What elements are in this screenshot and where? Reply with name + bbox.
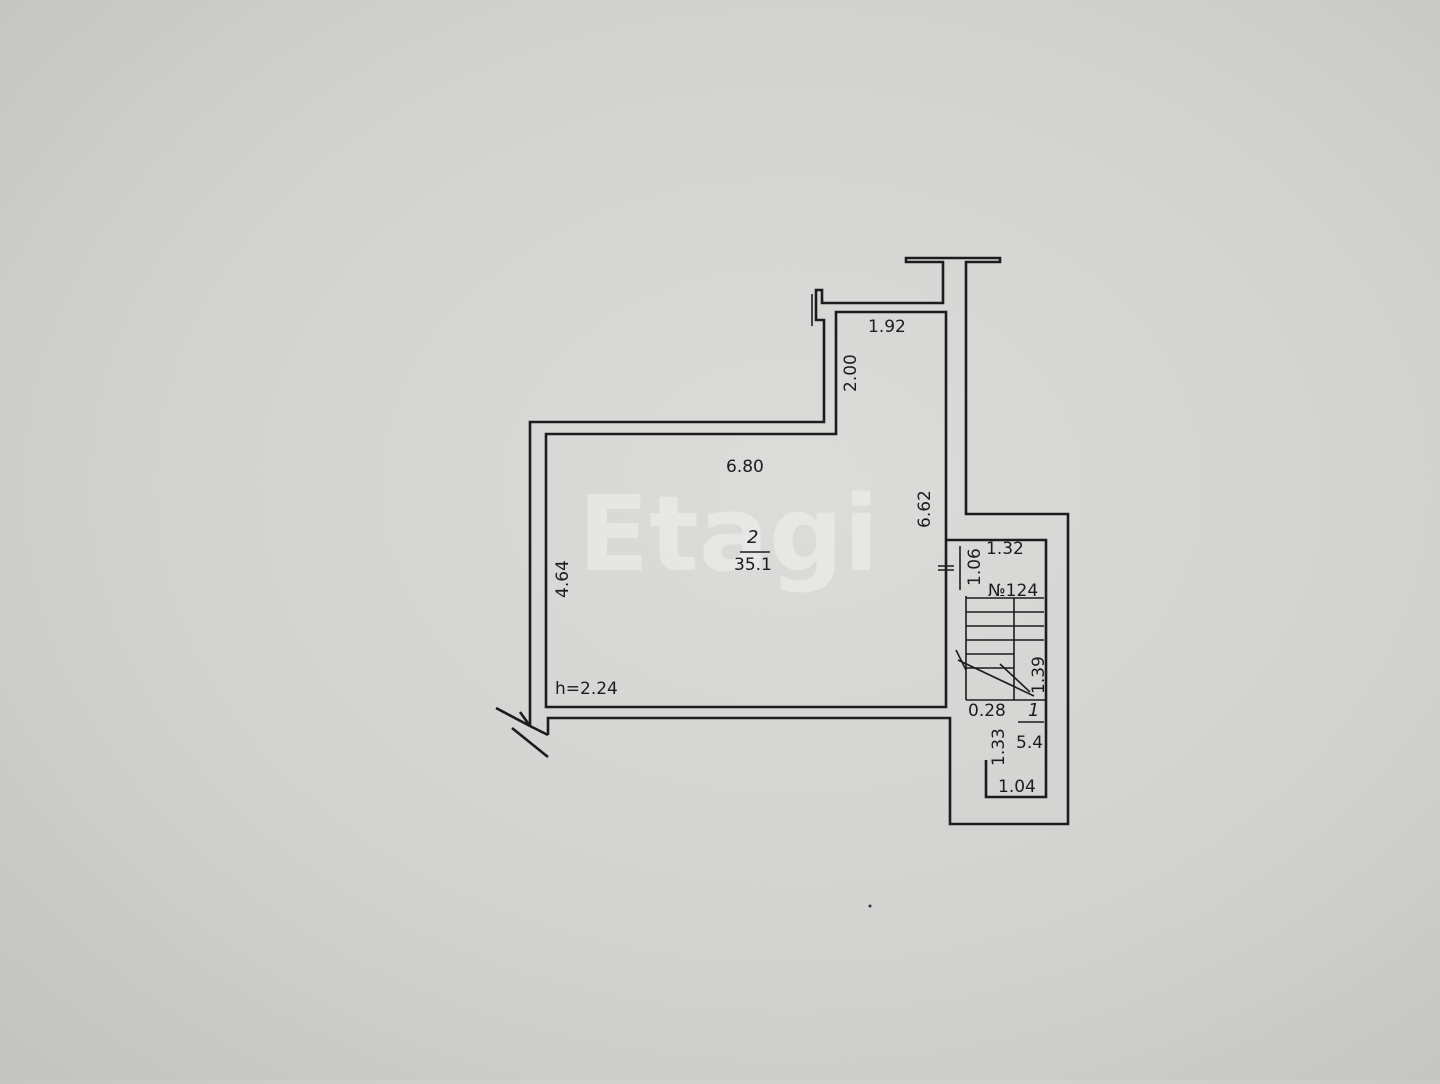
- apartment-number: №124: [988, 581, 1038, 601]
- dim-main-width: 6.80: [726, 457, 764, 477]
- stair-room-number: 1: [1028, 700, 1039, 721]
- etagi-watermark: Etagi: [578, 473, 879, 595]
- main-room-number: 2: [747, 527, 758, 548]
- stair-room-area: 5.4: [1016, 733, 1043, 753]
- dim-notch-depth: 2.00: [841, 354, 861, 392]
- dim-stair-bottom-depth: 1.33: [989, 728, 1009, 766]
- dim-top-small-width: 1.92: [868, 317, 906, 337]
- stair-treads: [966, 597, 1044, 669]
- dim-stair-bottom-width: 1.04: [998, 777, 1036, 797]
- dim-stair-top-width: 1.32: [986, 539, 1024, 559]
- stray-dot: [868, 904, 872, 908]
- dim-stair-run: 1.39: [1029, 656, 1049, 694]
- dim-stair-gap: 0.28: [968, 701, 1006, 721]
- dim-right-length: 6.62: [915, 490, 935, 528]
- dim-stair-top-depth: 1.06: [965, 548, 985, 586]
- main-room-walls: [495, 256, 1070, 826]
- stair-room: [938, 538, 1048, 799]
- dim-left-length: 4.64: [553, 560, 573, 598]
- ceiling-height: h=2.24: [555, 679, 618, 699]
- main-room-area: 35.1: [734, 555, 772, 575]
